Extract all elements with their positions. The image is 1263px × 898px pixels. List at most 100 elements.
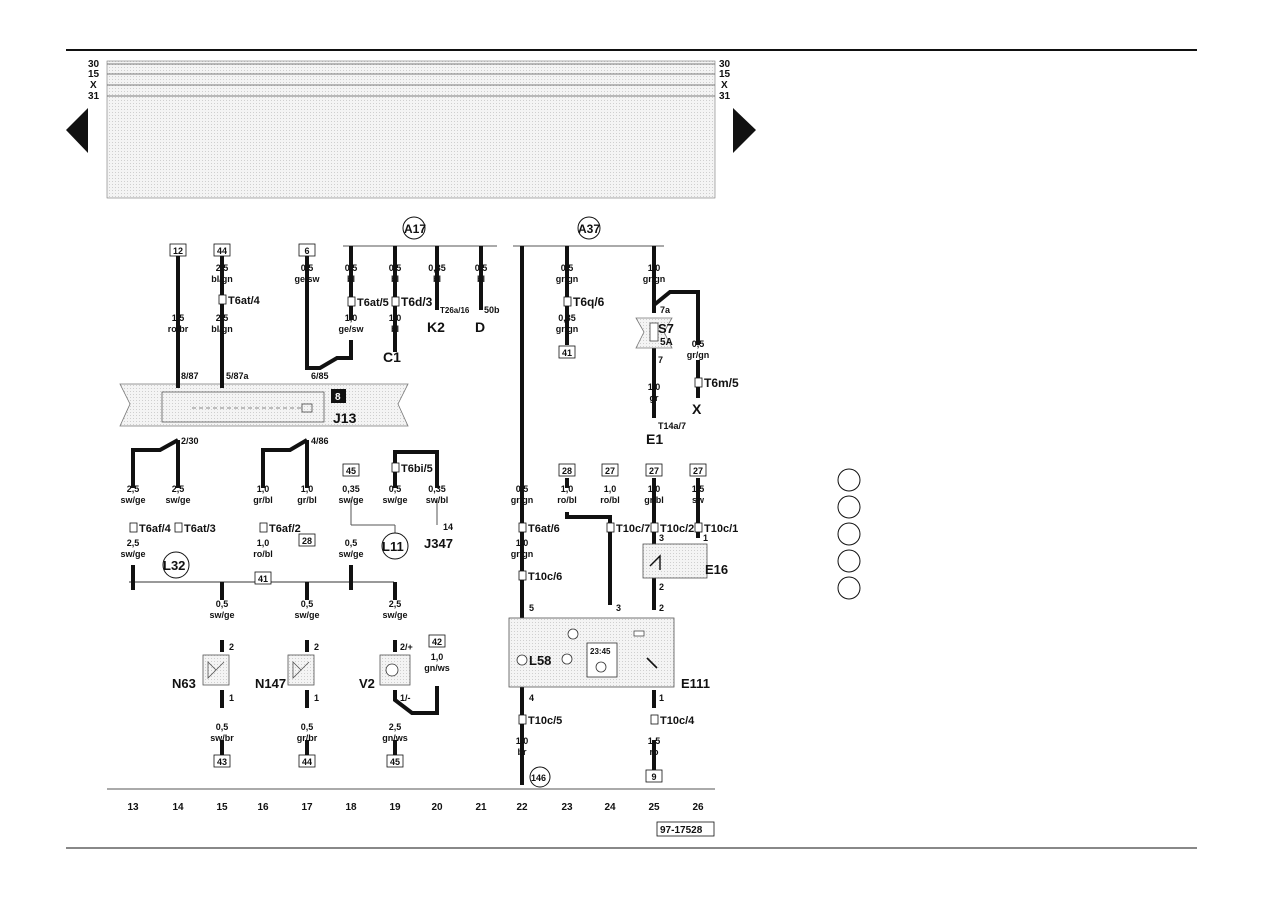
wire-col13-split: [131, 438, 179, 488]
wire-label-col19-lower-gauge: 1,0: [389, 313, 402, 323]
wire-label-col26-colour: gr/gn: [687, 350, 710, 360]
connector-t10c-7-lock-icon: [606, 522, 615, 533]
wire-label-col22-colour: gr/gn: [511, 495, 534, 505]
switch-e16-contact: [649, 554, 661, 570]
wire-label-col19-top-gauge: 0,5: [389, 263, 402, 273]
wire-group: [131, 246, 700, 785]
panel-switch: [646, 657, 658, 669]
legend-circle-5: [837, 576, 861, 600]
previous-page-arrow[interactable]: [66, 108, 88, 153]
panel-e111-label: E111: [681, 676, 710, 691]
wire-col17-upper: [305, 255, 353, 370]
wire-label-v2-bottom-colour: gn/ws: [382, 733, 408, 743]
wire-label-col16-gauge: 1,0: [257, 484, 270, 494]
wire-label-col26-mid-colour: sw: [692, 495, 705, 505]
pin-label-2: 6/85: [311, 371, 329, 381]
pin-label-1: 5/87a: [226, 371, 250, 381]
connector-t10c-4-label: T10c/4: [660, 715, 695, 727]
wire-label-col18-top-gauge: 0,5: [345, 263, 358, 273]
wire-v2-loop: [393, 686, 439, 715]
column-number: 24: [604, 802, 616, 813]
wire-label-col17-lower-gauge: 1,0: [301, 484, 314, 494]
ref-box-6: 6: [304, 246, 309, 256]
wire-label-col13-lower-colour: sw/ge: [120, 549, 145, 559]
wire-label-col25-mid-gauge: 1,0: [648, 484, 661, 494]
column-number: 23: [561, 802, 573, 813]
ref-box-44: 44: [217, 246, 227, 256]
motor-v2-symbol: [385, 663, 399, 677]
connector-t10c-1-lock-icon: [694, 522, 703, 533]
ground-point-a37-label: A37: [578, 222, 600, 236]
connector-t10c-4-lock-icon: [650, 714, 659, 725]
wire-label-col19-lower-colour: bl: [391, 324, 399, 334]
connector-t6at-5-label: T6at/5: [357, 297, 389, 309]
column-number: 13: [127, 802, 139, 813]
wire-label-col19-mid-gauge: 0,5: [389, 484, 402, 494]
legend-circle-2: [837, 495, 861, 519]
thin-wire-group: [350, 500, 438, 535]
connector-50b: 50b: [484, 305, 500, 315]
wire-label-col21-top-colour: bl: [477, 274, 485, 284]
ground-point-a17-label: A17: [404, 222, 426, 236]
wire-label-col16-lower-colour: ro/bl: [253, 549, 273, 559]
ref-box-28-upper-frame: [558, 463, 576, 477]
wire-label-col14-gauge: 1,5: [172, 313, 185, 323]
connector-t10c-5-label: T10c/5: [528, 715, 562, 727]
ref-box-45-frame: [342, 463, 360, 477]
wire-label-col22-bottom-colour: br: [518, 747, 527, 757]
wire-label-col18-mid-gauge: 0,35: [342, 484, 360, 494]
wire-label-v2-loop-gauge: 1,0: [431, 652, 444, 662]
column-number: 26: [692, 802, 704, 813]
pin-label-6: 7: [658, 355, 663, 365]
legend-circles: [837, 468, 861, 600]
valve-n63-label: N63: [172, 676, 196, 691]
connector-t6d-3-lock-icon: [391, 296, 400, 307]
wire-label-col20-top-gauge: 0,35: [428, 263, 446, 273]
wire-label-col17-top-gauge: 0,5: [301, 263, 314, 273]
wire-col16-split: [261, 438, 309, 488]
ref-box-41-lower-frame: [254, 571, 272, 585]
ref-box-27-a: 27: [605, 466, 615, 476]
motor-v2-label: V2: [359, 676, 375, 691]
pin-label-5: 7a: [660, 305, 671, 315]
component-c1: C1: [383, 349, 401, 365]
connector-t6af-4-label: T6af/4: [139, 523, 172, 535]
column-number: 17: [301, 802, 313, 813]
ref-box-45-lower-frame: [386, 754, 404, 768]
legend-circle-3: [837, 522, 861, 546]
wire-label-col23-mid-gauge: 1,0: [561, 484, 574, 494]
connector-t6at-3-label: T6at/3: [184, 523, 216, 535]
connector-t6d-3-label: T6d/3: [401, 295, 433, 309]
column-number: 18: [345, 802, 357, 813]
wire-label-col19-mid-colour: sw/ge: [382, 495, 407, 505]
clock-module: [586, 642, 618, 678]
ground-point-146: [529, 766, 551, 788]
connector-t10c-7-label: T10c/7: [616, 523, 650, 535]
next-page-arrow[interactable]: [733, 108, 756, 153]
relay-band: [119, 383, 409, 427]
bus-label-x-left: X: [90, 80, 97, 91]
wire-col25-branch: [652, 290, 700, 345]
column-number: 14: [172, 802, 184, 813]
wire-col24-link: [565, 512, 612, 605]
wire-label-col25-bottom-gauge: 1,5: [648, 736, 661, 746]
ref-box-44-lower: 44: [302, 757, 312, 767]
wire-label-col14-lower-gauge: 2,5: [172, 484, 185, 494]
wire-label-col18-ground-gauge: 0,5: [345, 538, 358, 548]
wire-label-col26-mid-gauge: 1,5: [692, 484, 705, 494]
clock-display: 23:45: [590, 647, 611, 656]
wire-label-col23-mid-colour: ro/bl: [557, 495, 577, 505]
connector-t6at-4-label: T6at/4: [228, 295, 261, 307]
connector-t10c-5-lock-icon: [518, 714, 527, 725]
ref-box-27-c: 27: [693, 466, 703, 476]
column-number: 15: [216, 802, 228, 813]
document-number-box: [656, 821, 715, 837]
wire-label-n63-bottom-gauge: 0,5: [216, 722, 229, 732]
valve-n147-label: N147: [255, 676, 286, 691]
ref-box-27-b-frame: [645, 463, 663, 477]
wire-label-col18-lower-gauge: 1,0: [345, 313, 358, 323]
pin-label-3: 2/30: [181, 436, 199, 446]
bus-label-31-right: 31: [719, 91, 731, 102]
